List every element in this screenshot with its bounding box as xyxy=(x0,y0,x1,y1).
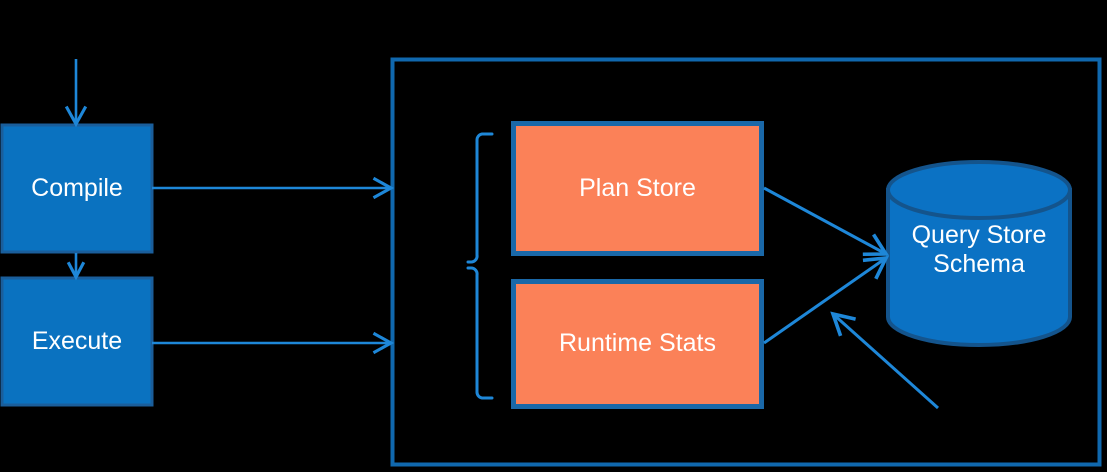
compile-box[interactable] xyxy=(0,123,154,254)
execute-box[interactable] xyxy=(0,276,154,407)
connector-external-to-query-store xyxy=(830,311,940,410)
connector-plan-store-to-query-store xyxy=(763,186,890,257)
grouping-brace xyxy=(466,132,494,400)
query-store-container xyxy=(390,57,1102,467)
runtime-stats-box[interactable] xyxy=(511,279,764,409)
query-store-schema-cylinder[interactable] xyxy=(886,160,1072,347)
plan-store-box[interactable] xyxy=(511,121,764,256)
connector-runtime-stats-to-query-store xyxy=(763,255,890,345)
